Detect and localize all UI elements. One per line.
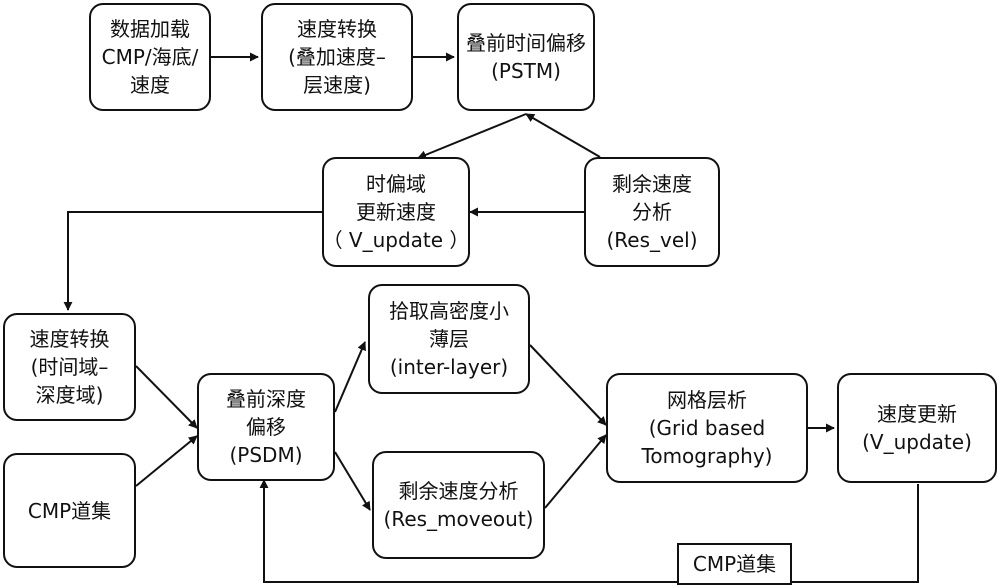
node-grid-tomography: 网格层析 (Grid based Tomography) <box>606 373 808 483</box>
node-psdm: 叠前深度 偏移 (PSDM) <box>197 373 335 481</box>
arrow-resvel-to-pstm <box>525 113 601 158</box>
node-velocity-conversion-2: 速度转换 (时间域– 深度域) <box>3 313 136 421</box>
node-data-load: 数据加载 CMP/海底/ 速度 <box>89 3 211 111</box>
arrow-cmp-to-psdm <box>135 435 198 487</box>
node-pstm: 叠前时间偏移 (PSTM) <box>457 3 595 111</box>
arrow-interlayer-to-tomo <box>529 344 607 426</box>
cmp-gather-label: CMP道集 <box>677 543 792 585</box>
arrow-pstm-to-vupdate1 <box>417 113 527 160</box>
arrow-psdm-to-interlayer <box>334 341 366 413</box>
node-velocity-update: 速度更新 (V_update) <box>837 373 997 483</box>
node-inter-layer: 拾取高密度小 薄层 (inter-layer) <box>368 284 530 394</box>
node-time-velocity-update: 时偏域 更新速度 （ V_update ） <box>322 157 470 267</box>
arrow-psdm-to-resmove <box>334 451 371 511</box>
arrow-vupdate2-to-psdm <box>259 479 919 583</box>
arrow-vupdate1-to-conv2 <box>63 211 322 311</box>
node-residual-moveout: 剩余速度分析 (Res_moveout) <box>372 451 545 559</box>
node-velocity-conversion-1: 速度转换 (叠加速度– 层速度) <box>261 3 413 111</box>
arrow-conv2-to-psdm <box>135 365 198 429</box>
arrow-resmove-to-tomo <box>544 434 607 509</box>
node-residual-velocity: 剩余速度 分析 (Res_vel) <box>584 157 720 267</box>
node-cmp-gather: CMP道集 <box>3 453 136 568</box>
